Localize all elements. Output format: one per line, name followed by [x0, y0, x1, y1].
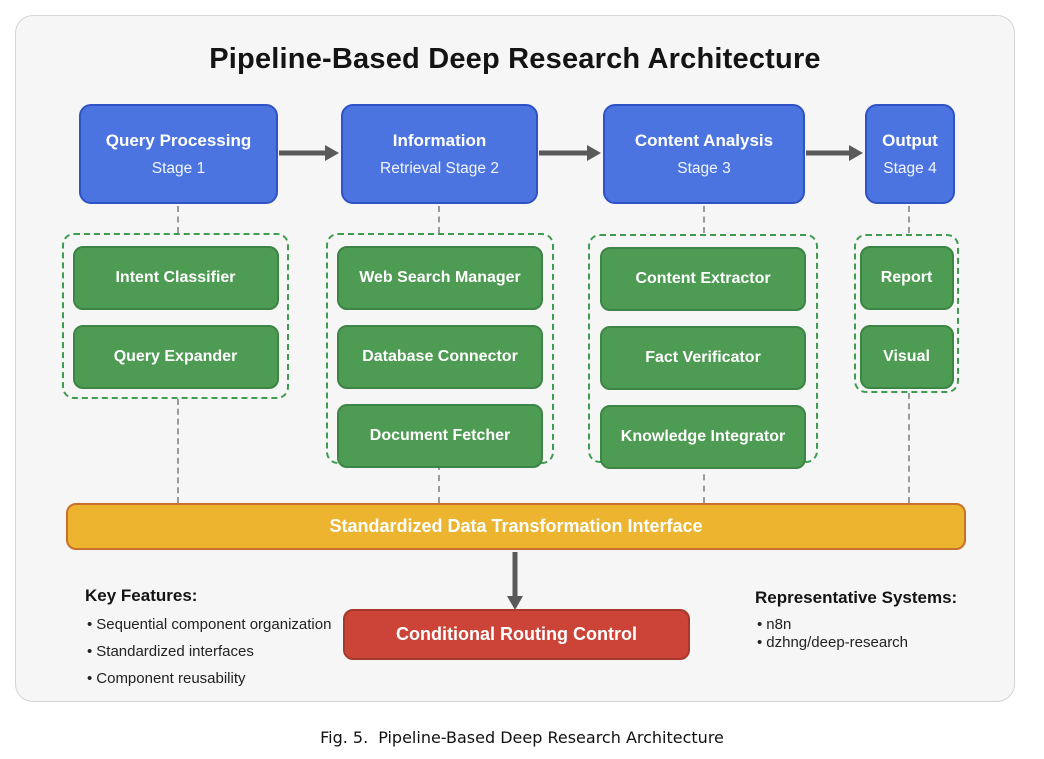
dashed-connector	[703, 206, 705, 233]
bullet-icon: •	[87, 670, 93, 687]
key-features-item: •Component reusability	[87, 670, 246, 687]
stage-subtitle: Stage 4	[883, 159, 937, 177]
component-box: Query Expander	[72, 325, 279, 389]
routing-box: Conditional Routing Control	[343, 609, 690, 660]
dashed-connector	[908, 206, 910, 233]
flow-arrow-icon	[539, 145, 601, 161]
component-box: Fact Verificator	[600, 326, 806, 390]
figure-panel: Pipeline-Based Deep Research Architectur…	[15, 15, 1015, 702]
key-features-heading: Key Features:	[85, 586, 198, 605]
down-arrow-icon	[507, 552, 523, 610]
component-box: Visual	[859, 325, 954, 389]
bullet-icon: •	[757, 634, 763, 651]
key-features-item: •Standardized interfaces	[87, 643, 254, 660]
dashed-connector	[438, 464, 440, 503]
flow-arrow-icon	[806, 145, 863, 161]
representative-systems-heading: Representative Systems:	[755, 588, 958, 607]
stage-title: Content Analysis	[634, 130, 774, 150]
component-box: Report	[859, 246, 954, 310]
representative-systems-item: •dzhng/deep-research	[757, 634, 908, 651]
stage-box-information-retrieval: Information Retrieval Stage 2	[341, 104, 538, 204]
representative-systems-item-text: dzhng/deep-research	[766, 634, 909, 651]
key-features-item: •Sequential component organization	[87, 616, 331, 633]
stage-title: Output	[882, 130, 938, 150]
figure-caption-text: Pipeline-Based Deep Research Architectur…	[378, 728, 724, 747]
stage-subtitle: Stage 1	[151, 159, 206, 177]
dashed-connector	[908, 393, 910, 503]
diagram-title: Pipeline-Based Deep Research Architectur…	[209, 43, 821, 75]
component-group-output: Report Visual	[854, 234, 959, 393]
dashed-connector	[438, 206, 440, 233]
figure-caption-label: Fig. 5.	[320, 728, 369, 747]
bullet-icon: •	[87, 643, 93, 660]
stage-title: Query Processing	[105, 130, 252, 150]
component-box: Intent Classifier	[72, 246, 279, 310]
stage-box-query-processing: Query Processing Stage 1	[79, 104, 278, 204]
component-box: Database Connector	[337, 325, 543, 389]
component-box: Content Extractor	[600, 247, 806, 311]
representative-systems-item: •n8n	[757, 616, 791, 633]
bullet-icon: •	[87, 616, 93, 633]
bullet-icon: •	[757, 616, 763, 633]
component-group-content-analysis: Content Extractor Fact Verificator Knowl…	[588, 234, 818, 469]
dashed-connector	[703, 463, 705, 503]
figure-caption: Fig. 5. Pipeline-Based Deep Research Arch…	[0, 728, 1044, 747]
component-group-information-retrieval: Web Search Manager Database Connector Do…	[326, 233, 554, 468]
component-box: Document Fetcher	[337, 404, 543, 468]
flow-arrow-icon	[279, 145, 339, 161]
key-features-item-text: Component reusability	[96, 670, 246, 687]
key-features-item-text: Standardized interfaces	[96, 643, 254, 660]
stage-subtitle: Retrieval Stage 2	[380, 159, 499, 177]
stage-subtitle: Stage 3	[677, 159, 731, 177]
key-features-item-text: Sequential component organization	[96, 616, 332, 633]
component-group-query-processing: Intent Classifier Query Expander	[62, 233, 289, 399]
dashed-connector	[177, 399, 179, 503]
representative-systems-item-text: n8n	[766, 616, 792, 633]
component-box: Web Search Manager	[337, 246, 543, 310]
component-box: Knowledge Integrator	[600, 405, 806, 469]
interface-bar: Standardized Data Transformation Interfa…	[66, 503, 966, 550]
stage-title: Information	[392, 130, 487, 150]
stage-box-output: Output Stage 4	[865, 104, 955, 204]
dashed-connector	[177, 206, 179, 233]
stage-box-content-analysis: Content Analysis Stage 3	[603, 104, 805, 204]
